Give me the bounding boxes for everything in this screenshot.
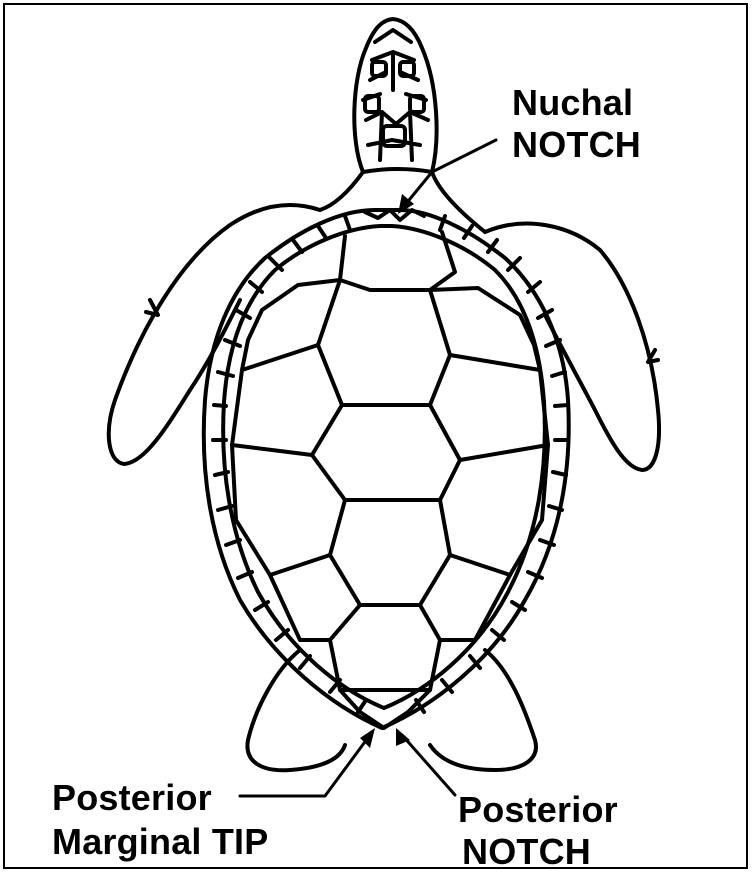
posterior-notch-label-line2: NOTCH [462,832,591,872]
left-flipper-claw [146,300,158,315]
nuchal-label-line1: Nuchal [512,83,633,123]
right-front-flipper [485,224,659,470]
turtle-head [354,19,436,172]
nuchal-label-line2: NOTCH [512,125,641,165]
posterior-tip-label-line1: Posterior [52,778,212,818]
left-front-flipper [109,205,320,464]
posterior-tip-label-line2: Marginal TIP [52,822,268,862]
vertebral-scutes [312,232,460,690]
posterior-notch-label-line1: Posterior [458,790,618,830]
costal-scutes [232,280,548,640]
